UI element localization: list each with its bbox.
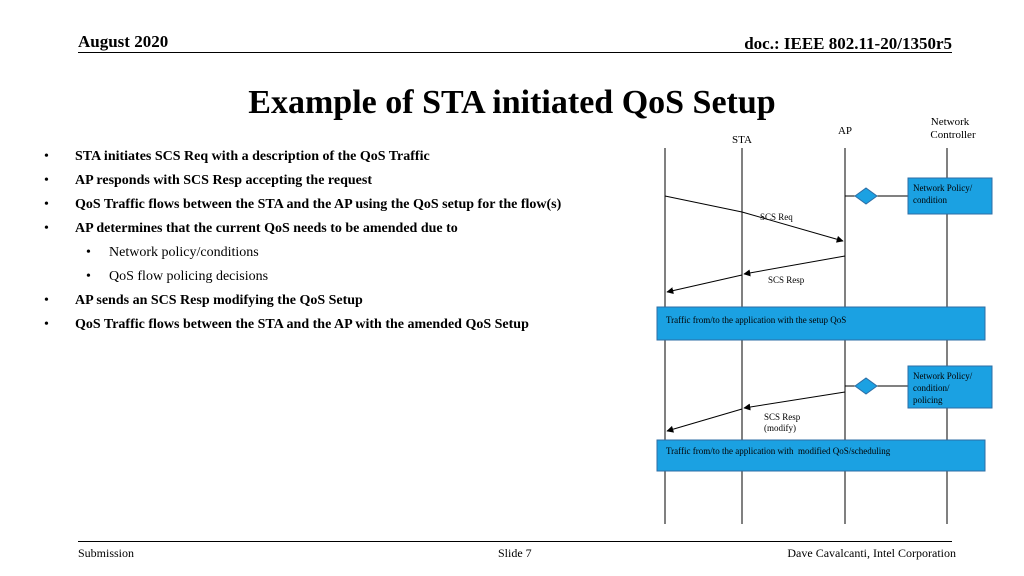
sta-label: STA [732, 134, 752, 146]
bullet-text: AP determines that the current QoS needs… [75, 221, 458, 236]
bullet-marker: • [44, 293, 49, 308]
network-controller-label-line1: Network [931, 116, 970, 128]
sub-bullet-item: • QoS flow policing decisions [44, 268, 604, 286]
footer-author: Dave Cavalcanti, Intel Corporation [787, 546, 956, 560]
slide-title: Example of STA initiated QoS Setup [248, 84, 776, 121]
scs-resp-label: SCS Resp [768, 275, 805, 285]
bullet-text: QoS Traffic flows between the STA and th… [75, 317, 529, 332]
scs-resp-arrow-a [743, 255, 846, 277]
footer-divider [78, 541, 952, 542]
bullet-marker: • [86, 245, 91, 260]
bullet-marker: • [44, 317, 49, 332]
bullet-item: • STA initiates SCS Req with a descriptio… [44, 148, 604, 166]
network-controller-label-line2: Controller [930, 129, 976, 141]
sub-bullet-item: • Network policy/conditions [44, 244, 604, 262]
bullet-item: • AP sends an SCS Resp modifying the QoS … [44, 292, 604, 310]
scs-req-arrow-b [741, 211, 844, 243]
bullet-text: QoS flow policing decisions [109, 269, 269, 284]
scs-resp-modify-label-line2: (modify) [764, 423, 796, 433]
policy-decision-diamond-2 [854, 377, 878, 395]
footer-submission: Submission [78, 546, 135, 560]
bullet-text: Network policy/conditions [109, 245, 259, 260]
bullet-item: • AP determines that the current QoS need… [44, 220, 604, 238]
policy-box-1-line2: condition [913, 195, 947, 205]
scs-req-label: SCS Req [760, 212, 793, 222]
bullet-item: • QoS Traffic flows between the STA and t… [44, 196, 604, 214]
bullet-list: • STA initiates SCS Req with a descriptio… [44, 148, 604, 340]
scs-resp-modify-label-line1: SCS Resp [764, 412, 801, 422]
footer-slide-number: Slide 7 [498, 546, 532, 560]
bullet-text: STA initiates SCS Req with a description… [75, 149, 430, 164]
bullet-item: • AP responds with SCS Resp accepting the… [44, 172, 604, 190]
scs-resp-modify-arrow-b [666, 408, 743, 433]
policy-box-1 [907, 177, 993, 215]
bullet-marker: • [44, 149, 49, 164]
traffic-bar-2-label: Traffic from/to the application with mod… [666, 446, 891, 456]
policy-box-1-line1: Network Policy/ [913, 183, 973, 193]
bullet-marker: • [44, 197, 49, 212]
policy-box-2-line1: Network Policy/ [913, 371, 973, 381]
scs-resp-modify-arrow-a [743, 391, 846, 411]
bullet-text: AP sends an SCS Resp modifying the QoS S… [75, 293, 363, 308]
bullet-marker: • [44, 173, 49, 188]
header-date: August 2020 [78, 32, 169, 51]
traffic-bar-2 [656, 439, 986, 472]
traffic-bar-1 [656, 306, 986, 341]
sequence-diagram: STA AP Network Controller Network Policy… [656, 116, 993, 524]
policy-decision-diamond-1 [854, 187, 878, 205]
ap-label: AP [838, 125, 852, 137]
scs-resp-arrow-b [666, 274, 743, 295]
policy-box-2-line3: policing [913, 395, 943, 405]
policy-box-2 [907, 365, 993, 409]
bullet-item: • QoS Traffic flows between the STA and t… [44, 316, 604, 334]
traffic-bar-1-label: Traffic from/to the application with the… [666, 315, 846, 325]
bullet-marker: • [44, 221, 49, 236]
header-divider [78, 52, 952, 53]
header-doc-id: doc.: IEEE 802.11-20/1350r5 [744, 34, 952, 53]
policy-box-2-line2: condition/ [913, 383, 950, 393]
bullet-marker: • [86, 269, 91, 284]
scs-req-arrow-a [664, 195, 743, 213]
bullet-text: AP responds with SCS Resp accepting the … [75, 173, 373, 188]
bullet-text: QoS Traffic flows between the STA and th… [75, 197, 562, 212]
